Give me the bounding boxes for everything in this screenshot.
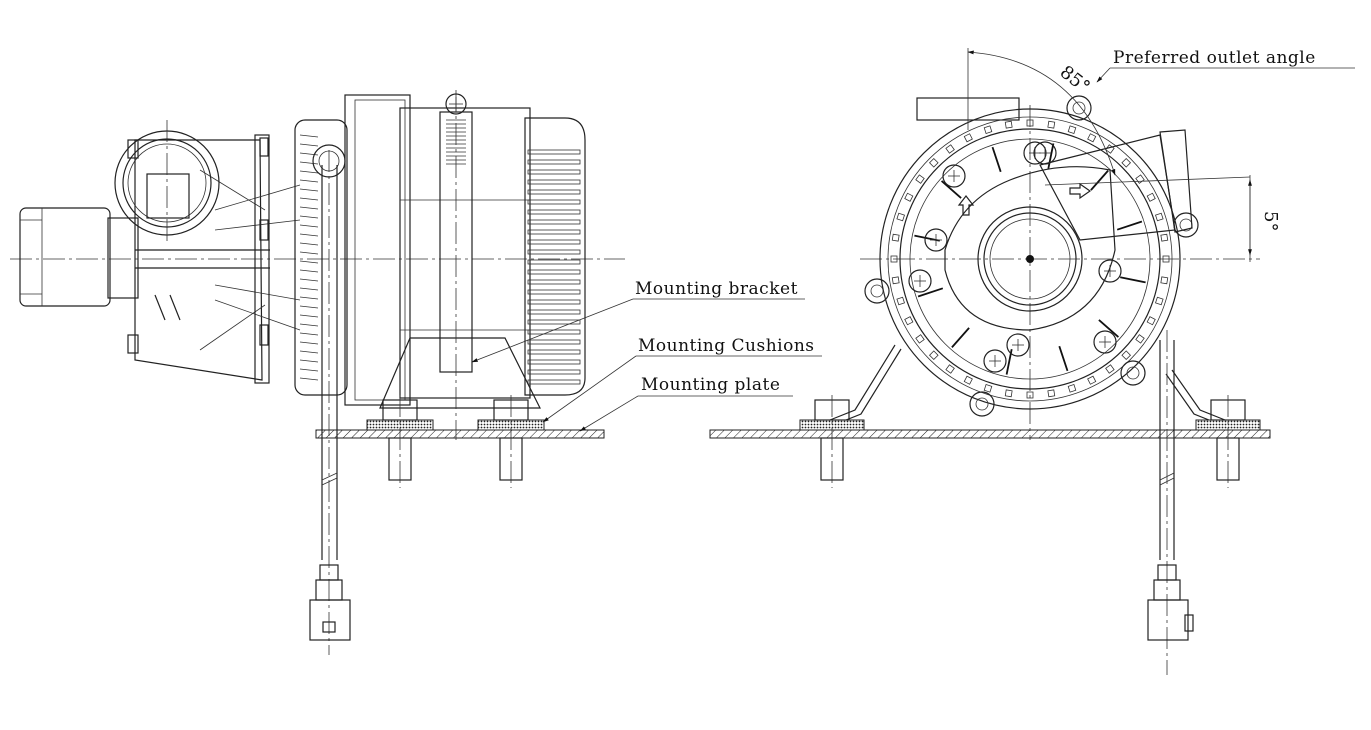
side-mounting-plate — [315, 429, 605, 439]
angle-85-label: 85° — [1056, 62, 1094, 98]
angle-dimensions — [967, 48, 1252, 262]
screw-icon — [983, 349, 1007, 373]
screw-icon — [1006, 333, 1030, 357]
callout-preferred-outlet-angle: Preferred outlet angle — [1096, 48, 1355, 83]
screw-icon — [924, 228, 948, 252]
front-mounting-bracket — [829, 344, 1226, 425]
end-cap-fins — [524, 117, 586, 396]
motor-body — [344, 94, 531, 406]
motor-fins-left — [294, 119, 348, 396]
callout-mounting-bracket: Mounting bracket — [471, 279, 805, 363]
screw-icon — [1098, 259, 1122, 283]
flange-bolts — [127, 134, 270, 384]
front-bolt-right — [1210, 395, 1246, 488]
side-mounting-bracket — [379, 90, 541, 440]
outlet-port — [114, 120, 220, 245]
front-mounting-plate — [709, 429, 1271, 439]
side-view — [10, 90, 625, 655]
pump-housing — [134, 139, 301, 381]
side-connector — [309, 564, 351, 641]
side-bolt-right — [493, 395, 529, 488]
callout-mounting-plate: Mounting plate — [579, 375, 793, 432]
front-bolt-left — [814, 395, 850, 488]
label-mounting-bracket: Mounting bracket — [635, 279, 798, 299]
angle-5-label: 5° — [1260, 211, 1281, 231]
side-bolt-left — [382, 395, 418, 488]
outlet-pipe — [957, 129, 1251, 241]
callout-mounting-cushions: Mounting Cushions — [542, 336, 822, 423]
cover-screws — [908, 141, 1122, 373]
label-mounting-plate: Mounting plate — [641, 375, 780, 395]
front-connector — [1147, 564, 1194, 641]
label-mounting-cushions: Mounting Cushions — [638, 336, 815, 356]
front-view — [709, 48, 1271, 675]
label-preferred-outlet-angle: Preferred outlet angle — [1113, 48, 1316, 68]
screw-icon — [908, 269, 932, 293]
front-cable — [1159, 330, 1175, 675]
inlet-pipe — [19, 207, 139, 307]
side-cable — [312, 144, 346, 655]
screw-icon — [1093, 330, 1117, 354]
pump-volute — [944, 166, 1116, 331]
screw-icon — [942, 164, 966, 188]
